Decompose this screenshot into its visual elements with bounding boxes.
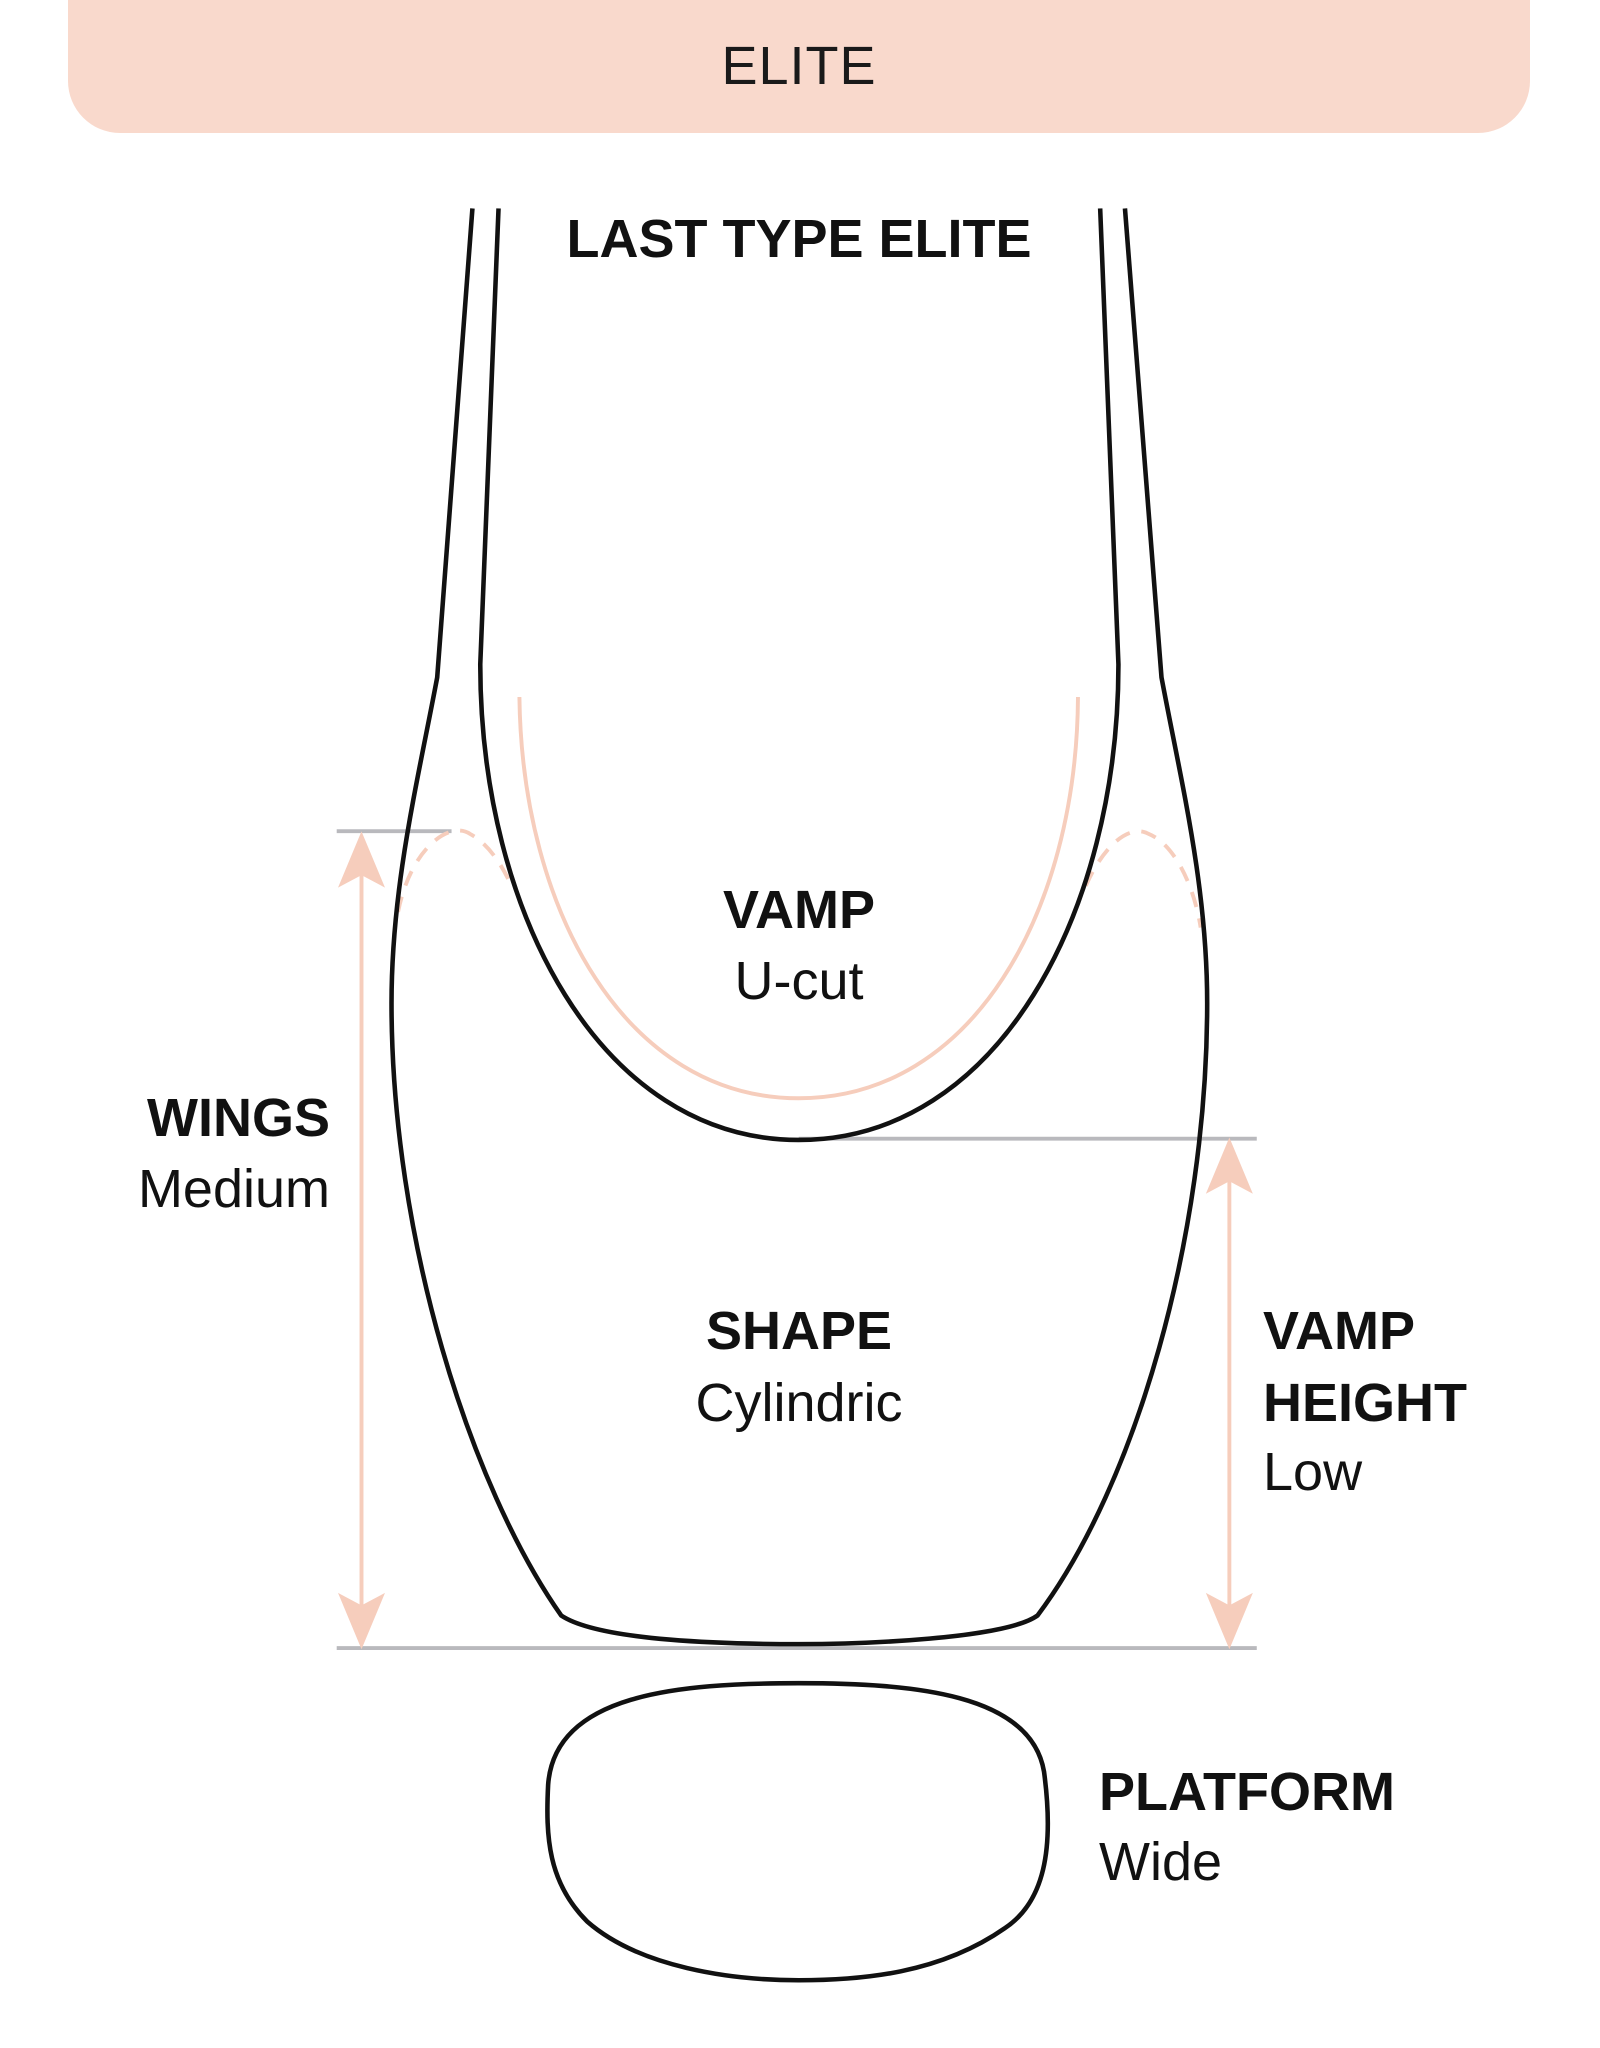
wing-right-dashed [1084,829,1203,928]
diagram-title: LAST TYPE ELITE [566,209,1032,269]
wing-left-dashed [396,828,514,913]
platform-label: PLATFORM [1099,1762,1395,1822]
shape-value: Cylindric [695,1373,903,1433]
platform-outline [545,1680,1051,1983]
arrow-up-icon [338,831,385,888]
shoe-outer-outline [389,208,1210,1647]
wings-label: WINGS [147,1088,330,1148]
vamp-height-label-line2: HEIGHT [1263,1373,1468,1433]
header-band: ELITE [68,0,1530,133]
arrow-up-icon [1205,1137,1253,1194]
vamp-value: U-cut [734,951,864,1011]
vamp-label: VAMP [722,880,876,940]
arrow-down-icon [338,1592,385,1650]
shoe-inner-outline [477,208,1121,1143]
wings-value: Medium [137,1159,330,1219]
vamp-height-label-line1: VAMP [1263,1301,1416,1361]
vamp-height-value: Low [1263,1442,1363,1502]
header-title: ELITE [721,36,877,96]
vamp-lining-curve [517,696,1080,1101]
shape-label: SHAPE [705,1301,893,1361]
arrow-down-icon [1205,1592,1253,1650]
platform-value: Wide [1099,1832,1223,1892]
